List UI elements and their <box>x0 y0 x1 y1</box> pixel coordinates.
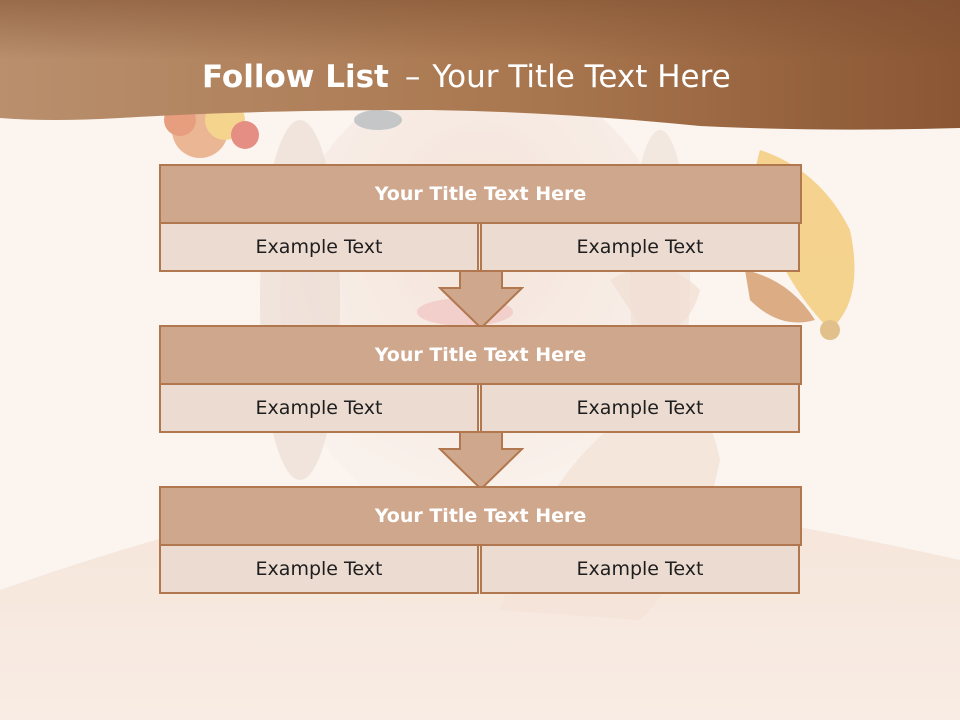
title-banner <box>0 0 960 130</box>
down-arrow-icon <box>438 431 524 491</box>
step-right-text: Example Text <box>480 544 800 594</box>
down-arrow-icon <box>438 270 524 330</box>
step-title: Your Title Text Here <box>159 164 802 224</box>
title-bold-part: Follow List <box>202 59 389 95</box>
slide-title: Follow List–Your Title Text Here <box>202 52 731 102</box>
step-title: Your Title Text Here <box>159 486 802 546</box>
title-rest: Your Title Text Here <box>432 59 731 95</box>
step-right-text: Example Text <box>480 383 800 433</box>
step-title: Your Title Text Here <box>159 325 802 385</box>
step-left-text: Example Text <box>159 222 479 272</box>
title-separator: – <box>404 59 421 95</box>
step-left-text: Example Text <box>159 383 479 433</box>
step-right-text: Example Text <box>480 222 800 272</box>
step-left-text: Example Text <box>159 544 479 594</box>
